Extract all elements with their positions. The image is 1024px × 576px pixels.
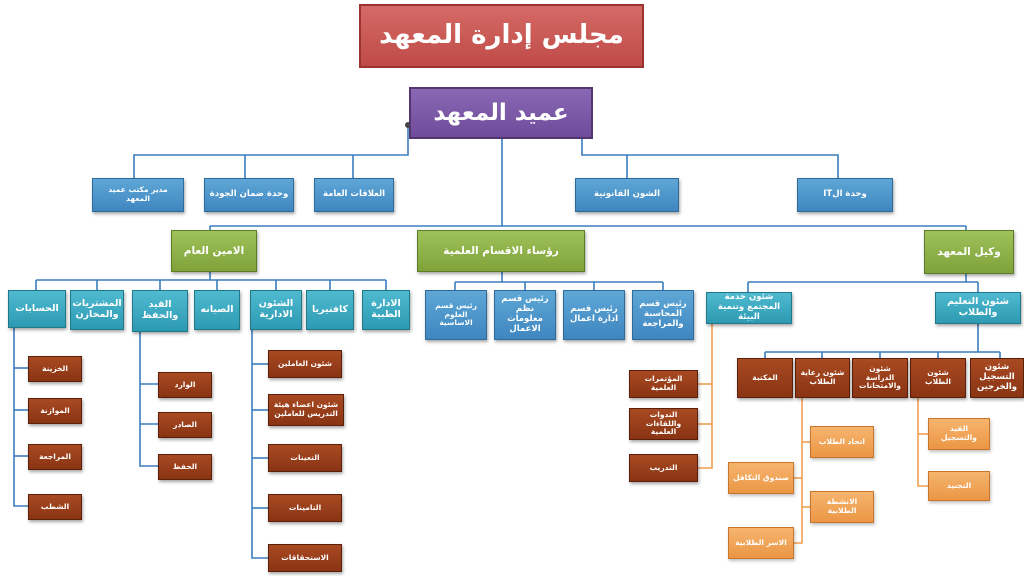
student-union-box: اتحاد الطلاب bbox=[810, 426, 874, 458]
archive-box: الحفظ bbox=[158, 454, 212, 480]
quality-assurance-box: وحدة ضمان الجودة bbox=[204, 178, 294, 212]
department-heads-box: رؤساء الاقسام العلمية bbox=[417, 230, 585, 272]
accounting-head-box: رئيس قسم المحاسبة والمراجعة bbox=[632, 290, 694, 340]
appointments-box: التعينات bbox=[268, 444, 342, 472]
employee-affairs-box: شئون العاملين bbox=[268, 350, 342, 378]
information-systems-head-box: رئيس قسم نظم معلومات الاعمال bbox=[494, 290, 556, 340]
write-off-box: الشطب bbox=[28, 494, 82, 520]
procurement-stores-box: المشتريات والمخازن bbox=[70, 290, 124, 330]
outgoing-box: الصادر bbox=[158, 412, 212, 438]
seminars-box: الندوات واللقاءات العلمية bbox=[629, 408, 698, 440]
treasury-box: الخزينة bbox=[28, 356, 82, 382]
budget-box: الموازنة bbox=[28, 398, 82, 424]
student-care-box: شئون رعاية الطلاب bbox=[795, 358, 850, 398]
education-affairs-box: شئون التعليم والطلاب bbox=[935, 292, 1021, 324]
student-affairs-box: شئون الطلاب bbox=[910, 358, 966, 398]
accounts-box: الحسابات bbox=[8, 290, 66, 328]
vice-dean-box: وكيل المعهد bbox=[924, 230, 1014, 274]
maintenance-box: الصيانه bbox=[194, 290, 240, 330]
business-admin-head-box: رئيس قسم ادارة اعمال bbox=[563, 290, 625, 340]
enrollment-box: القيد والتسجيل bbox=[928, 418, 990, 450]
incoming-box: الوارد bbox=[158, 372, 212, 398]
basic-sciences-head-box: رئيس قسم العلوم الاساسية bbox=[425, 290, 487, 340]
it-unit-box: وحدة الIT bbox=[797, 178, 893, 212]
registration-graduates-box: شئون التسجيل والخرجين bbox=[970, 358, 1024, 398]
insurance-box: التامينات bbox=[268, 494, 342, 522]
records-box: القيد والحفظ bbox=[132, 290, 188, 332]
conferences-box: المؤتمرات العلمية bbox=[629, 370, 698, 398]
public-relations-box: العلاقات العامة bbox=[314, 178, 394, 212]
audit-box: المراجعة bbox=[28, 444, 82, 470]
board-box: مجلس إدارة المعهد bbox=[359, 4, 644, 68]
conscription-box: التجنيد bbox=[928, 471, 990, 501]
student-activities-box: الانشطة الطلابية bbox=[810, 491, 874, 523]
entitlements-box: الاستحقاقات bbox=[268, 544, 342, 572]
medical-admin-box: الادارة الطبية bbox=[362, 290, 410, 330]
dean-box: عميد المعهد bbox=[409, 87, 593, 139]
faculty-affairs-box: شئون اعضاء هيئة التدريس للعاملين bbox=[268, 394, 344, 426]
library-box: المكتبة bbox=[737, 358, 793, 398]
community-affairs-box: شئون خدمة المجتمع وتنمية البيئة bbox=[706, 292, 792, 324]
secretary-general-box: الامين العام bbox=[171, 230, 257, 272]
student-families-box: الاسر الطلابية bbox=[728, 527, 794, 559]
connector-handle bbox=[405, 122, 411, 128]
dean-office-manager-box: مدير مكتب عميد المعهد bbox=[92, 178, 184, 212]
legal-affairs-box: الشون القانونية bbox=[575, 178, 679, 212]
cafeteria-box: كافتيريا bbox=[306, 290, 354, 330]
administrative-affairs-box: الشئون الادارية bbox=[250, 290, 302, 330]
training-box: التدريب bbox=[629, 454, 698, 482]
solidarity-fund-box: صندوق التكافل bbox=[728, 462, 794, 494]
study-exams-box: شئون الدراسة والامتحانات bbox=[852, 358, 908, 398]
